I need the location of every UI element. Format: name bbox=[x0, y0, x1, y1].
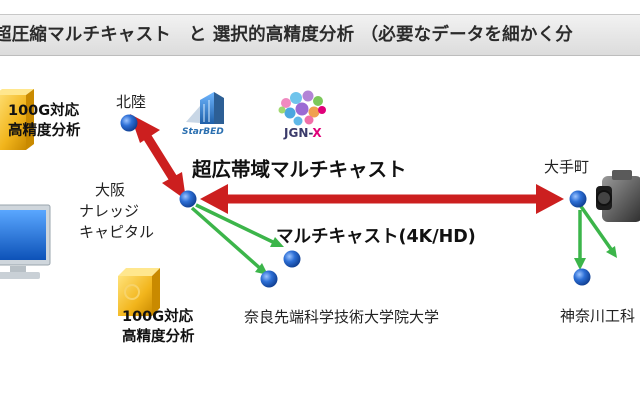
red-arrow-osaka-otemachi bbox=[200, 184, 564, 214]
camera-icon bbox=[596, 170, 640, 222]
starbed-logo-icon bbox=[186, 92, 224, 124]
label-osaka-2: ナレッジ bbox=[79, 202, 140, 220]
green-arrows bbox=[190, 203, 617, 275]
label-analysis-bottom-2: 高精度分析 bbox=[122, 329, 195, 345]
label-analysis-bottom-1: 100G対応 bbox=[122, 309, 194, 325]
label-hokuriku: 北陸 bbox=[116, 93, 147, 111]
monitor-icon bbox=[0, 204, 51, 279]
node-nara-2 bbox=[260, 270, 278, 288]
label-osaka-3: キャピタル bbox=[79, 223, 155, 241]
node-hokuriku bbox=[120, 114, 138, 132]
analysis-box-bottom-icon bbox=[118, 268, 160, 316]
jgn-logo-text: JGN-X bbox=[284, 126, 322, 140]
label-otemachi: 大手町 bbox=[544, 158, 590, 176]
red-arrow-hokuriku-osaka bbox=[130, 114, 186, 200]
label-osaka-1: 大阪 bbox=[95, 181, 126, 199]
node-otemachi bbox=[569, 190, 587, 208]
label-ultra-multicast: 超広帯域マルチキャスト bbox=[192, 158, 407, 181]
label-kanagawa: 神奈川工科 bbox=[560, 307, 636, 325]
label-analysis-top-2: 高精度分析 bbox=[8, 123, 81, 139]
label-multicast-4k: マルチキャスト(4K/HD) bbox=[276, 227, 476, 247]
node-nara-1 bbox=[283, 250, 301, 268]
jgn-x-logo-icon bbox=[278, 90, 326, 126]
slide-title: 超圧縮マルチキャスト と 選択的高精度分析 （必要なデータを細かく分 bbox=[0, 25, 573, 45]
analysis-box-top-icon bbox=[0, 89, 34, 150]
node-kanagawa bbox=[573, 268, 591, 286]
node-osaka bbox=[179, 190, 197, 208]
title-bar bbox=[0, 14, 640, 56]
label-nara: 奈良先端科学技術大学院大学 bbox=[244, 308, 440, 326]
label-analysis-top-1: 100G対応 bbox=[8, 103, 80, 119]
starbed-logo-text: StarBED bbox=[182, 127, 224, 137]
